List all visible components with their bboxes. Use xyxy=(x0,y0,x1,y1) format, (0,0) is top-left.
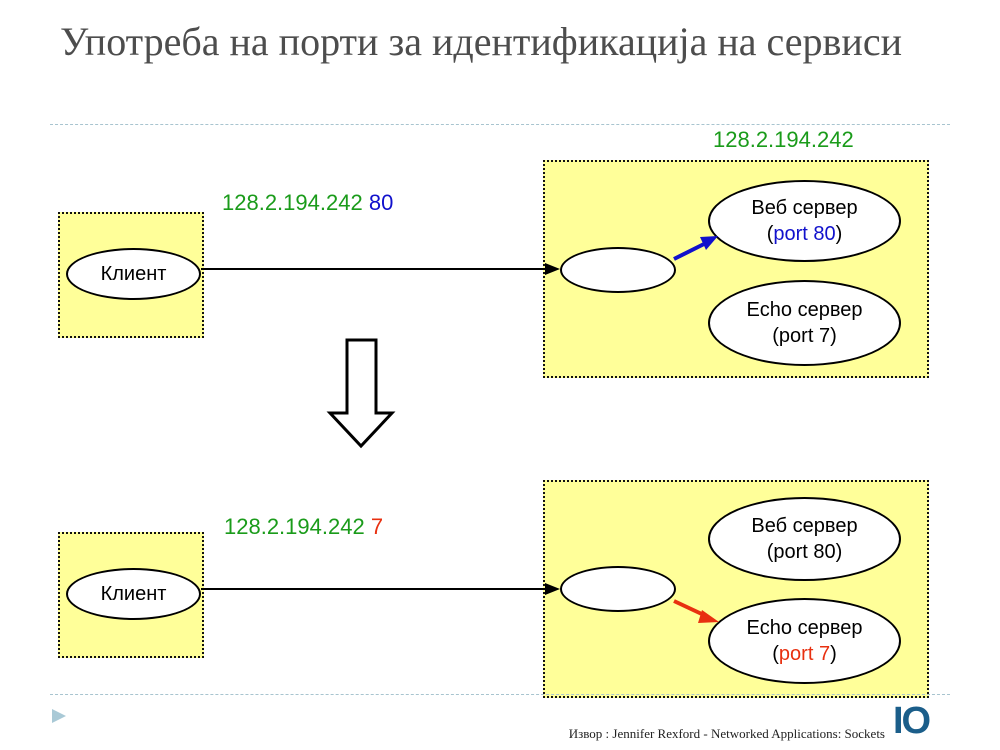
dispatcher-node-top xyxy=(560,247,676,293)
web-server-name: Веб сервер xyxy=(751,197,858,219)
title-divider xyxy=(50,124,950,125)
slide-title: Употреба на порти за идентификација на с… xyxy=(60,19,902,64)
dispatch-to-web-arrowhead xyxy=(700,236,718,250)
web-server-port-line: (port 80) xyxy=(767,221,843,247)
request-port: 80 xyxy=(368,190,394,215)
arrowhead-top xyxy=(545,263,560,275)
client-node-bottom: Клиент xyxy=(66,568,201,620)
web-server-node-bottom: Веб сервер (port 80) xyxy=(708,497,901,581)
web-server-name: Веб сервер xyxy=(751,515,858,537)
paren-open: ( xyxy=(766,223,774,245)
paren-close: ) xyxy=(835,223,843,245)
echo-server-port-line: (port 7) xyxy=(772,641,837,667)
request-address-bottom: 128.2.194.242 7 xyxy=(224,514,383,540)
echo-server-port: port 7 xyxy=(778,643,831,665)
triangle-bullet-icon xyxy=(52,709,66,723)
web-server-port: port 80 xyxy=(773,223,836,245)
paren-close: ) xyxy=(830,643,837,665)
dispatcher-node-bottom xyxy=(560,566,676,612)
server-ip-label: 128.2.194.242 xyxy=(713,127,854,152)
client-node-top: Клиент xyxy=(66,248,201,300)
transition-down-arrow xyxy=(326,338,396,449)
echo-server-node-top: Echo сервер (port 7) xyxy=(708,280,901,366)
request-address-top: 128.2.194.242 80 xyxy=(222,190,393,216)
client-label: Клиент xyxy=(100,583,167,605)
web-server-port: (port 80) xyxy=(766,541,843,563)
paren-open: ( xyxy=(772,643,779,665)
request-port: 7 xyxy=(370,514,384,539)
request-ip: 128.2.194.242 xyxy=(222,190,363,215)
echo-server-name: Echo сервер xyxy=(746,617,863,639)
source-caption: Извор : Jennifer Rexford - Networked App… xyxy=(568,726,885,741)
dispatch-to-web-arrow xyxy=(673,241,707,261)
dispatch-to-echo-arrow xyxy=(673,599,707,618)
client-label: Клиент xyxy=(100,263,167,285)
arrowhead-bottom xyxy=(545,583,560,595)
echo-server-node-bottom: Echo сервер (port 7) xyxy=(708,598,901,684)
web-server-node-top: Веб сервер (port 80) xyxy=(708,180,901,262)
dispatch-to-echo-arrowhead xyxy=(698,610,719,623)
request-ip: 128.2.194.242 xyxy=(224,514,365,539)
io-logo: IO xyxy=(893,700,931,742)
echo-server-port: (port 7) xyxy=(772,325,837,347)
echo-server-name: Echo сервер xyxy=(746,299,863,321)
footer-divider xyxy=(50,694,950,695)
